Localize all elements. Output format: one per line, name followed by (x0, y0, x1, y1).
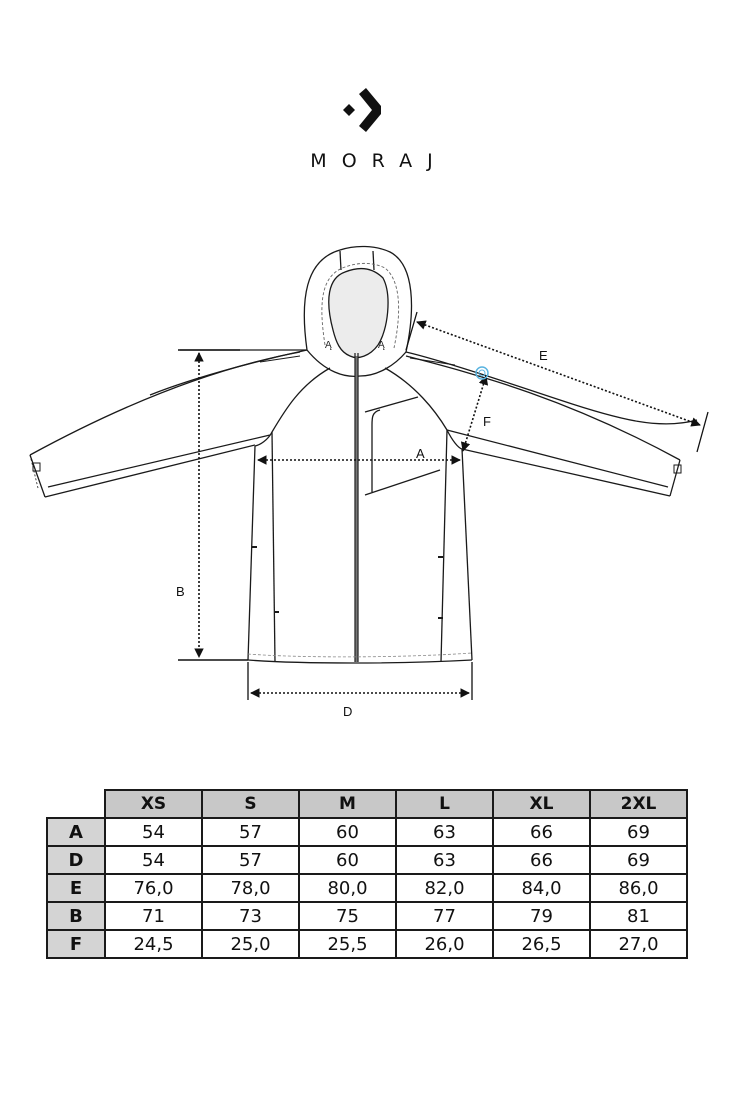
row-header: A (46, 817, 106, 847)
table-cell: 60 (298, 817, 397, 847)
label-F: F (483, 414, 491, 429)
table-cell: 54 (104, 845, 203, 875)
label-E: E (539, 348, 548, 363)
column-header-xl: XL (492, 789, 591, 819)
svg-text:Ą: Ą (378, 340, 385, 351)
table-row: B 71 73 75 77 79 81 (46, 901, 688, 931)
table-row: E 76,0 78,0 80,0 82,0 84,0 86,0 (46, 873, 688, 903)
diamond-chevron-logo-icon (343, 88, 381, 132)
table-cell: 63 (395, 817, 494, 847)
table-cell: 80,0 (298, 873, 397, 903)
table-cell: 26,5 (492, 929, 591, 959)
table-cell: 71 (104, 901, 203, 931)
table-corner (47, 790, 106, 819)
row-header: F (46, 929, 106, 959)
table-cell: 57 (201, 845, 300, 875)
table-cell: 75 (298, 901, 397, 931)
table-cell: 69 (589, 817, 688, 847)
table-cell: 60 (298, 845, 397, 875)
column-header-xs: XS (104, 789, 203, 819)
measurement-lines (178, 311, 709, 700)
table-cell: 63 (395, 845, 494, 875)
table-cell: 82,0 (395, 873, 494, 903)
column-header-2xl: 2XL (589, 789, 688, 819)
label-B: B (176, 584, 185, 599)
table-cell: 27,0 (589, 929, 688, 959)
column-header-m: M (298, 789, 397, 819)
table-cell: 78,0 (201, 873, 300, 903)
table-row: A 54 57 60 63 66 69 (46, 817, 688, 847)
table-cell: 66 (492, 817, 591, 847)
table-row: D 54 57 60 63 66 69 (46, 845, 688, 875)
table-cell: 69 (589, 845, 688, 875)
table-cell: 86,0 (589, 873, 688, 903)
table-header-row: XS S M L XL 2XL (47, 789, 688, 819)
row-header: E (46, 873, 106, 903)
brand-name: MORAJ (310, 150, 448, 172)
jacket-measurement-diagram: Ą Ą A B D E F (29, 245, 709, 719)
svg-text:Ą: Ą (325, 340, 332, 351)
label-A: A (416, 446, 425, 461)
row-header: B (46, 901, 106, 931)
column-header-s: S (201, 789, 300, 819)
table-cell: 25,0 (201, 929, 300, 959)
table-cell: 26,0 (395, 929, 494, 959)
table-cell: 77 (395, 901, 494, 931)
table-cell: 84,0 (492, 873, 591, 903)
table-cell: 76,0 (104, 873, 203, 903)
table-cell: 25,5 (298, 929, 397, 959)
column-header-l: L (395, 789, 494, 819)
size-chart-table: XS S M L XL 2XL A 54 57 60 63 66 69 D 54… (46, 789, 688, 959)
table-cell: 54 (104, 817, 203, 847)
table-row: F 24,5 25,0 25,5 26,0 26,5 27,0 (46, 929, 688, 959)
table-cell: 79 (492, 901, 591, 931)
brand-logo (0, 88, 730, 132)
table-cell: 24,5 (104, 929, 203, 959)
row-header: D (46, 845, 106, 875)
table-cell: 73 (201, 901, 300, 931)
table-cell: 81 (589, 901, 688, 931)
table-cell: 66 (492, 845, 591, 875)
shoulder-point-marker-icon (475, 366, 489, 380)
jacket-outline: Ą Ą (29, 245, 698, 664)
label-D: D (343, 704, 352, 719)
table-cell: 57 (201, 817, 300, 847)
